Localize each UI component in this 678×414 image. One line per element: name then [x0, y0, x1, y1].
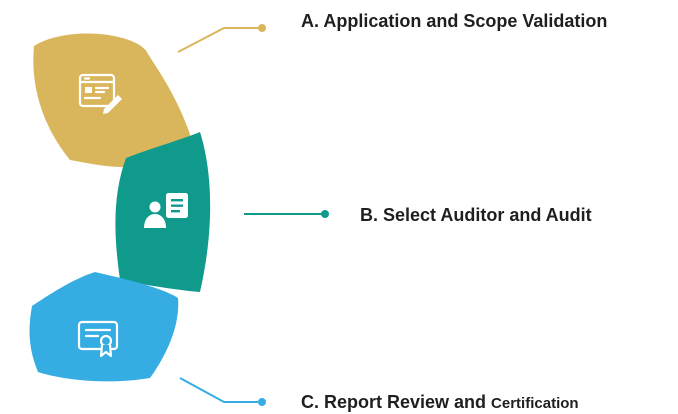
step-c-shape: [29, 272, 179, 382]
connector-b: [244, 210, 329, 218]
auditor-profile-icon: [144, 193, 188, 228]
certificate-icon: [77, 320, 119, 358]
step-c-label-main: C. Report Review and: [301, 392, 492, 412]
step-c-label: C. Report Review and Certification: [301, 393, 579, 411]
application-form-edit-icon: [78, 73, 122, 114]
connector-a: [177, 24, 266, 53]
step-b-label: B. Select Auditor and Audit: [360, 205, 592, 225]
step-b-shape: [115, 132, 211, 292]
step-a-label: A. Application and Scope Validation: [301, 11, 608, 31]
connector-c: [179, 377, 266, 406]
step-c-label-tail: Certification: [491, 395, 579, 412]
